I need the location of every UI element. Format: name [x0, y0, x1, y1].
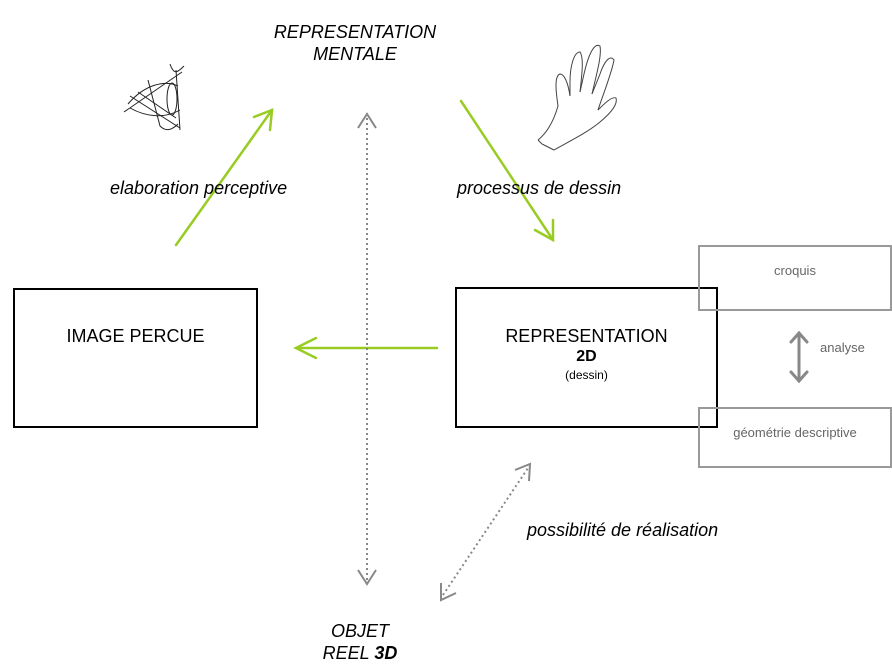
image-percue-label: IMAGE PERCUE [66, 326, 205, 346]
representation-2d-line2: 2D [576, 348, 597, 365]
arrow-realisation-head-bottom [440, 583, 457, 602]
representation-2d-line1: REPRESENTATION [505, 326, 668, 346]
geometrie-descriptive-label: géométrie descriptive [733, 425, 857, 440]
representation-mentale-line2: MENTALE [313, 44, 397, 64]
arrow-drawing [459, 99, 555, 242]
representation-2d-line3: (dessin) [565, 368, 608, 382]
processus-de-dessin-label: processus de dessin [457, 178, 622, 198]
arrow-mental-object-head-bottom [357, 569, 377, 586]
hand-sketch-icon [537, 44, 617, 151]
croquis-box: croquis [698, 245, 892, 311]
elaboration-perceptive-label: elaboration perceptive [110, 178, 288, 198]
croquis-label: croquis [774, 263, 816, 278]
arrow-mental-object-head-top [357, 112, 377, 129]
reel-text: REEL [322, 643, 375, 663]
arrow-drawing-head [533, 218, 555, 243]
objet-line2: REEL 3D [280, 642, 440, 664]
representation-mentale-line1: REPRESENTATION [273, 22, 437, 42]
geometrie-descriptive-box: géométrie descriptive [698, 407, 892, 468]
eye-sketch-icon [123, 63, 185, 131]
objet-reel-3d-label: OBJET REEL 3D [280, 620, 440, 664]
analyse-arrow-head-bottom [789, 370, 809, 384]
representation-2d-text: REPRESENTATION 2D (dessin) [457, 325, 716, 383]
arrow-to-image-head [293, 336, 318, 360]
arrow-realisation [442, 467, 529, 596]
image-percue-box: IMAGE PERCUE [13, 288, 258, 428]
arrow-perception-head [252, 108, 274, 132]
representation-mentale-label: REPRESENTATION MENTALE [230, 21, 480, 65]
arrow-realisation-head-top [514, 462, 532, 482]
possibilite-de-realisation-label: possibilité de réalisation [527, 520, 719, 540]
analyse-arrow-head-top [789, 330, 809, 344]
3d-text: 3D [374, 643, 398, 663]
objet-line1: OBJET [330, 621, 389, 641]
analyse-label: analyse [820, 340, 865, 355]
arrow-perception [174, 108, 274, 247]
representation-2d-box: REPRESENTATION 2D (dessin) [455, 287, 718, 428]
